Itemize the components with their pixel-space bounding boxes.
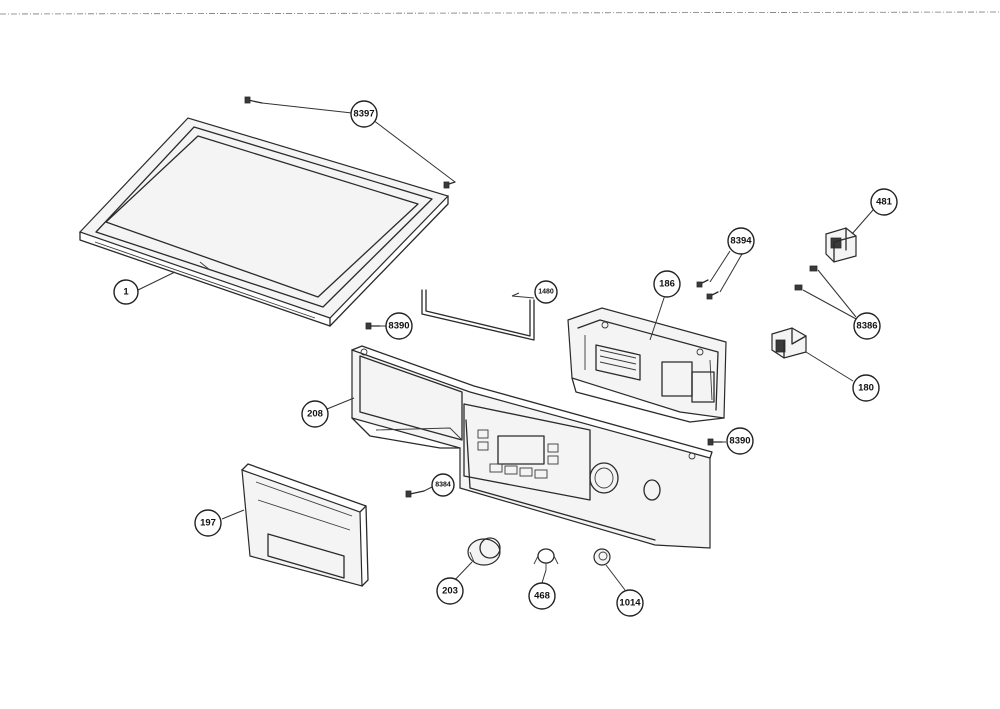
part-connector-481	[825, 227, 857, 263]
svg-text:186: 186	[659, 279, 675, 290]
callout-468: 468	[528, 582, 556, 610]
part-screw-8397	[244, 96, 456, 189]
svg-text:8390: 8390	[729, 436, 750, 447]
callout-208: 208	[301, 400, 329, 428]
callout-1480: 1480	[534, 280, 558, 304]
leader-lines	[137, 102, 874, 591]
part-control-panel	[351, 345, 713, 549]
page-top-border	[0, 11, 1000, 15]
svg-text:8394: 8394	[730, 236, 752, 247]
callout-8390-right: 8390	[726, 427, 754, 455]
svg-text:1014: 1014	[619, 598, 641, 609]
part-top-lid	[78, 117, 450, 327]
svg-text:481: 481	[876, 197, 893, 208]
callout-203: 203	[436, 577, 464, 605]
svg-text:203: 203	[442, 586, 458, 597]
part-knob-203	[467, 537, 501, 566]
svg-text:197: 197	[200, 518, 216, 529]
part-screw-8386	[794, 265, 818, 291]
callout-186: 186	[653, 270, 681, 298]
part-switch-180	[771, 327, 807, 359]
callout-481: 481	[870, 188, 898, 216]
part-screw-8390	[365, 322, 723, 446]
callout-8384: 8384	[431, 473, 455, 497]
svg-text:8386: 8386	[856, 321, 877, 332]
callout-1014: 1014	[616, 589, 644, 617]
callout-8394: 8394	[727, 227, 755, 255]
callout-197: 197	[194, 509, 222, 537]
panel-buttons	[477, 429, 559, 479]
callout-8386: 8386	[853, 312, 881, 340]
part-drawer-front	[241, 463, 369, 587]
part-screw-8394	[696, 279, 719, 300]
svg-text:1: 1	[123, 287, 129, 298]
svg-text:8384: 8384	[435, 482, 451, 489]
svg-text:468: 468	[534, 591, 550, 602]
callout-1: 1	[113, 279, 139, 305]
callout-180: 180	[852, 374, 880, 402]
part-wire-bracket	[421, 289, 535, 341]
part-encoder-468	[533, 548, 559, 570]
callout-8390-top: 8390	[385, 312, 413, 340]
callout-8397: 8397	[350, 100, 378, 128]
svg-text:8390: 8390	[388, 321, 409, 332]
svg-text:208: 208	[307, 409, 323, 420]
svg-text:8397: 8397	[353, 109, 374, 120]
svg-text:1480: 1480	[538, 289, 554, 296]
part-screw-8384	[405, 490, 425, 498]
part-button-1014	[593, 548, 611, 566]
svg-text:180: 180	[858, 383, 874, 394]
